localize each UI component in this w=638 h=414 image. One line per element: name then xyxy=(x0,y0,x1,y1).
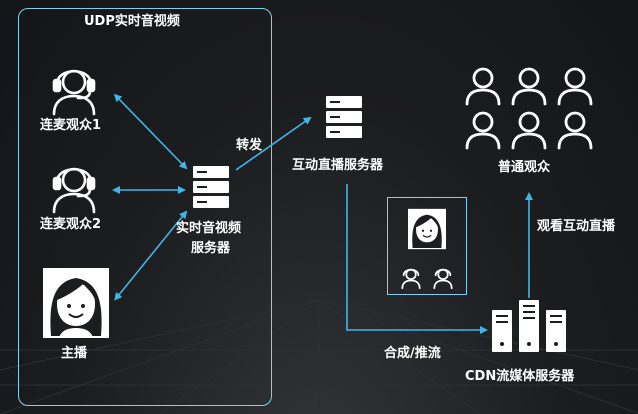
viewer1-label: 连麦观众1 xyxy=(40,118,102,133)
edge-viewer1-rtserver xyxy=(113,93,188,170)
udp-box-title: UDP实时音视频 xyxy=(84,14,180,29)
server-cluster-icon xyxy=(492,300,566,352)
rt-server-label-line1: 实时音视频 xyxy=(176,221,242,236)
headset-user-icon xyxy=(433,268,453,290)
server-icon xyxy=(193,166,229,208)
interactive-server-label: 互动直播服务器 xyxy=(292,158,384,173)
mix-preview-box xyxy=(387,197,467,295)
host-label: 主播 xyxy=(61,346,88,361)
edge-host-rtserver xyxy=(114,210,188,301)
server-icon xyxy=(326,96,362,138)
edge-mix-push xyxy=(346,184,488,334)
edge-forward xyxy=(235,116,312,171)
headset-user-icon xyxy=(401,268,421,290)
headset-user-icon xyxy=(52,69,96,116)
forward-edge-label: 转发 xyxy=(236,138,263,153)
viewer2-label: 连麦观众2 xyxy=(40,217,102,232)
host-avatar-icon xyxy=(408,208,446,250)
watch-edge-label: 观看互动直播 xyxy=(537,219,616,234)
udp-realtime-group-box xyxy=(18,8,272,406)
headset-user-icon xyxy=(52,167,96,214)
mix-push-edge-label: 合成/推流 xyxy=(384,346,441,361)
host-avatar-icon xyxy=(43,268,109,338)
audience-label: 普通观众 xyxy=(498,160,551,175)
rt-server-label-line2: 服务器 xyxy=(191,241,231,256)
cdn-server-label: CDN流媒体服务器 xyxy=(465,369,575,384)
audience-group-icon xyxy=(465,67,593,150)
